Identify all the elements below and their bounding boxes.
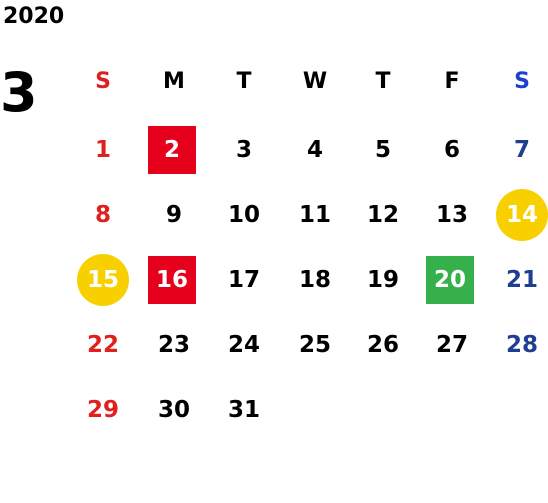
day-cell[interactable]: 12 [366, 202, 399, 228]
day-cell[interactable]: 25 [298, 332, 331, 358]
day-cell[interactable]: 19 [366, 267, 399, 293]
day-cell-highlighted[interactable]: 14 [496, 189, 548, 241]
year-label: 2020 [3, 4, 65, 29]
day-cell[interactable]: 13 [435, 202, 468, 228]
day-cell[interactable]: 31 [227, 397, 260, 423]
day-cell[interactable]: 3 [235, 137, 252, 163]
day-cell[interactable]: 5 [374, 137, 391, 163]
weekday-header-wednesday: W [302, 68, 328, 94]
day-cell[interactable]: 10 [227, 202, 260, 228]
day-cell[interactable]: 18 [298, 267, 331, 293]
day-cell[interactable]: 27 [435, 332, 468, 358]
day-cell[interactable]: 7 [513, 137, 530, 163]
day-cell[interactable]: 1 [94, 137, 111, 163]
day-cell[interactable]: 22 [86, 332, 119, 358]
day-cell-highlighted[interactable]: 15 [77, 254, 129, 306]
day-cell[interactable]: 8 [94, 202, 111, 228]
day-cell[interactable]: 17 [227, 267, 260, 293]
day-cell[interactable]: 21 [505, 267, 538, 293]
weekday-header-friday: F [444, 68, 460, 94]
weekday-header-thursday: T [375, 68, 391, 94]
day-cell-highlighted[interactable]: 16 [148, 256, 196, 304]
day-cell[interactable]: 29 [86, 397, 119, 423]
weekday-header-tuesday: T [236, 68, 252, 94]
weekday-header-saturday: S [514, 68, 530, 94]
day-cell[interactable]: 11 [298, 202, 331, 228]
weekday-header-monday: M [163, 68, 185, 94]
month-label: 3 [0, 61, 38, 124]
day-cell[interactable]: 24 [227, 332, 260, 358]
day-cell[interactable]: 26 [366, 332, 399, 358]
day-cell[interactable]: 4 [306, 137, 323, 163]
weekday-header-sunday: S [95, 68, 111, 94]
day-cell[interactable]: 23 [157, 332, 190, 358]
day-cell[interactable]: 6 [443, 137, 460, 163]
day-cell-highlighted[interactable]: 20 [426, 256, 474, 304]
day-cell[interactable]: 28 [505, 332, 538, 358]
day-cell[interactable]: 30 [157, 397, 190, 423]
day-cell[interactable]: 9 [165, 202, 182, 228]
day-cell-highlighted[interactable]: 2 [148, 126, 196, 174]
